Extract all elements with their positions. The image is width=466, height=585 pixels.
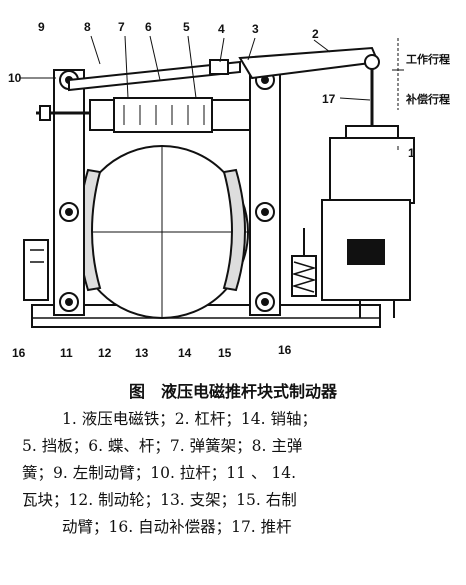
legend-line: 瓦块；12. 制动轮；13. 支架；15. 右制 bbox=[22, 491, 297, 509]
label-9: 9 bbox=[38, 20, 45, 34]
work-stroke-label: 工作行程 bbox=[406, 52, 450, 66]
legend-line: 5. 挡板；6. 蝶、杆；7. 弹簧架；8. 主弹 bbox=[22, 437, 303, 455]
legend: 1. 液压电磁铁；2. 杠杆；14. 销轴； 5. 挡板；6. 蝶、杆；7. 弹… bbox=[22, 406, 452, 541]
label-4: 4 bbox=[218, 22, 225, 36]
legend-line: 1. 液压电磁铁；2. 杠杆；14. 销轴； bbox=[62, 410, 318, 428]
label-16-right: 16 bbox=[278, 343, 292, 357]
compensation-stroke-label: 补偿行程 bbox=[405, 92, 450, 106]
label-7: 7 bbox=[118, 20, 125, 34]
label-12: 12 bbox=[98, 346, 112, 360]
brake-diagram: 9 8 7 6 5 4 3 2 10 17 1 16 11 12 13 14 1… bbox=[8, 20, 450, 360]
label-2: 2 bbox=[312, 27, 319, 41]
label-3: 3 bbox=[252, 22, 259, 36]
label-5: 5 bbox=[183, 20, 190, 34]
lever bbox=[238, 46, 380, 80]
label-16-left: 16 bbox=[12, 346, 26, 360]
label-10: 10 bbox=[8, 71, 22, 85]
top-rod bbox=[68, 60, 241, 92]
figure-caption: 图 液压电磁推杆块式制动器 bbox=[128, 382, 337, 401]
left-brake-arm bbox=[53, 69, 85, 316]
label-13: 13 bbox=[135, 346, 149, 360]
legend-line: 簧；9. 左制动臂；10. 拉杆；11 、 14. bbox=[22, 464, 297, 482]
right-brake-arm bbox=[249, 69, 281, 316]
legend-line: 动臂；16. 自动补偿器；17. 推杆 bbox=[62, 518, 292, 536]
thruster-body bbox=[329, 137, 415, 204]
compensator-left bbox=[23, 239, 49, 301]
label-8: 8 bbox=[84, 20, 91, 34]
label-17: 17 bbox=[322, 92, 336, 106]
label-6: 6 bbox=[145, 20, 152, 34]
label-1: 1 bbox=[408, 146, 415, 160]
label-14: 14 bbox=[178, 346, 192, 360]
label-11: 11 bbox=[60, 346, 73, 360]
label-15: 15 bbox=[218, 346, 232, 360]
right-shoe bbox=[222, 168, 246, 292]
